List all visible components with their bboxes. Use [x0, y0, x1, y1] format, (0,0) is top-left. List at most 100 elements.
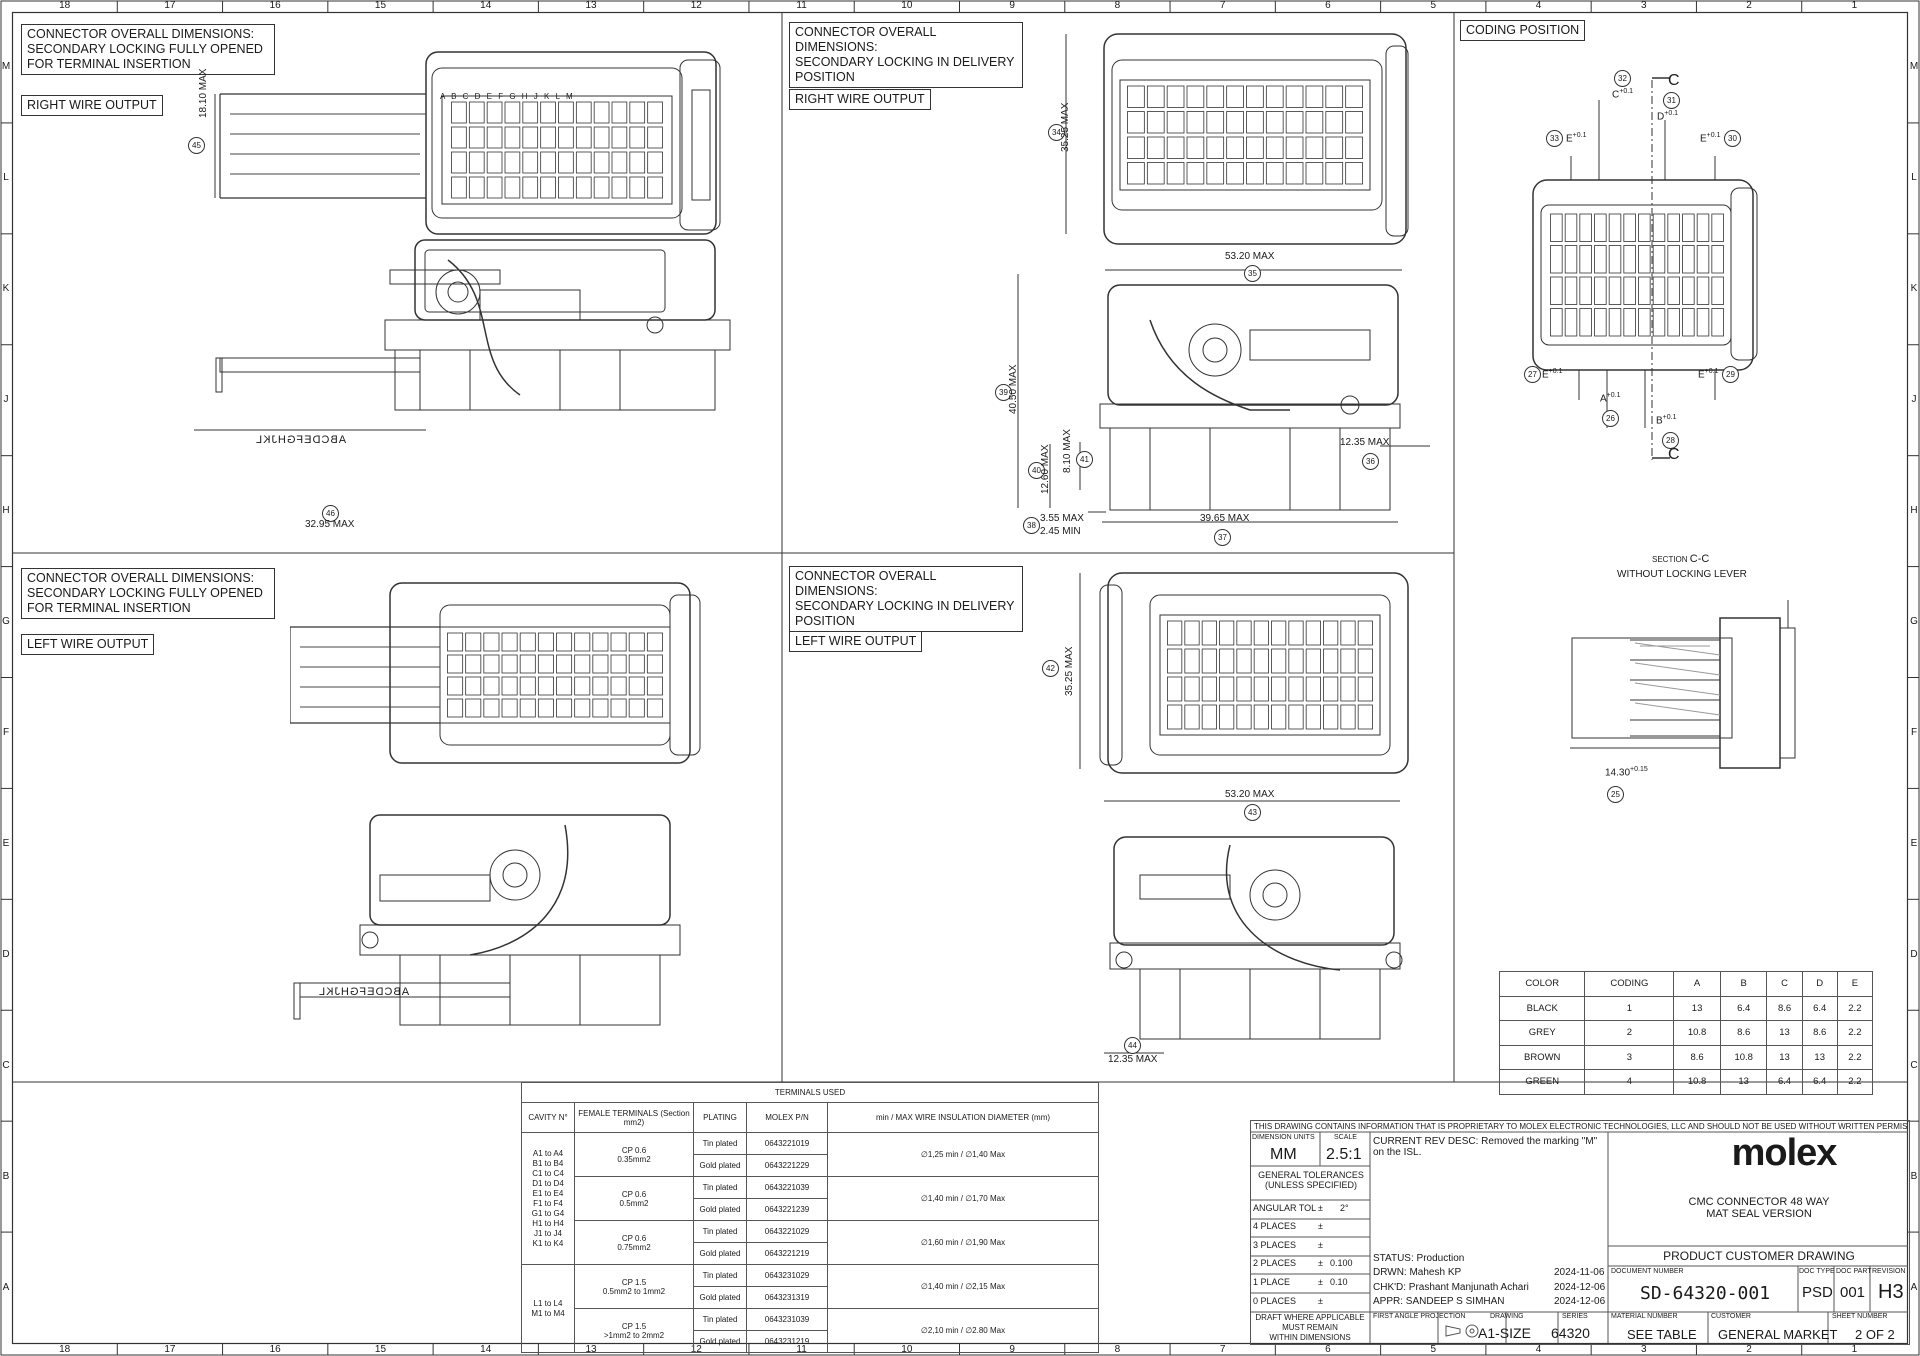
zone-label: 7	[1219, 1344, 1226, 1355]
pn-cell: 0643221219	[746, 1242, 828, 1265]
note-top-mid: CONNECTOR OVERALL DIMENSIONS: SECONDARY …	[789, 22, 1023, 88]
zone-label: 3	[1641, 0, 1647, 11]
plating-cell: Tin plated	[693, 1264, 747, 1287]
terminal-cell: CP 0.6 0.5mm2	[574, 1176, 694, 1221]
zone-label: F	[2, 726, 10, 738]
cell: 4	[1584, 1069, 1675, 1095]
zone-label: 7	[1219, 0, 1226, 11]
coding-table-header: COLOR CODING A B C D E	[1498, 971, 1874, 997]
cavity	[646, 632, 663, 652]
section-subtitle: WITHOUT LOCKING LEVER	[1617, 569, 1747, 580]
coding-header-cell: COLOR	[1498, 971, 1586, 997]
section-marker-bottom: C	[1668, 446, 1680, 463]
cavity	[1357, 676, 1373, 702]
cavity	[1305, 620, 1321, 646]
cavity	[1253, 704, 1269, 730]
cavity	[1652, 276, 1666, 305]
cavity	[1564, 213, 1578, 242]
cavity	[522, 176, 539, 199]
dim-12-35: 12.35 MAX	[1340, 437, 1390, 448]
places-4: 4 PLACES	[1253, 1221, 1297, 1231]
zone-label: 14	[480, 1344, 492, 1355]
output-label-bottom-mid: LEFT WIRE OUTPUT	[789, 631, 923, 652]
coding-e-label-left-top: E+0.1	[1566, 132, 1587, 145]
coding-a-label: A+0.1	[1600, 392, 1621, 405]
cavity	[522, 101, 539, 124]
cavity	[1682, 245, 1695, 274]
cell: 8.6	[1801, 1020, 1838, 1046]
cell: 2.2	[1836, 1069, 1874, 1095]
zone-label: G	[2, 616, 10, 628]
cavity	[629, 151, 646, 174]
cavity	[1285, 162, 1304, 185]
cavity	[1206, 162, 1225, 185]
cavity	[1323, 704, 1339, 730]
cavity	[468, 176, 485, 199]
cavity	[1127, 162, 1145, 185]
cell: BLACK	[1498, 995, 1586, 1021]
section-dim: 14.30+0.15	[1605, 766, 1648, 779]
cell: 8.6	[1673, 1044, 1721, 1070]
section-view	[1570, 600, 1796, 769]
cavity	[1265, 136, 1284, 159]
cavity	[447, 676, 464, 696]
cavity	[1325, 136, 1344, 159]
table-row: CP 1.5 >1mm2 to 2mm2 Tin plated 06432310…	[522, 1308, 1099, 1353]
cavity	[1265, 111, 1284, 134]
cavity	[1184, 620, 1200, 646]
cavity	[522, 151, 539, 174]
zone-label: M	[1909, 61, 1919, 73]
terminal-cell: CP 1.5 >1mm2 to 2mm2	[574, 1308, 694, 1353]
cavity	[1226, 111, 1244, 134]
terminal-cell: CP 0.6 0.75mm2	[574, 1220, 694, 1265]
cavity	[1219, 676, 1235, 702]
dim-8-10: 8.10 MAX	[1062, 429, 1073, 473]
cavity	[592, 676, 609, 696]
zone-label: H	[1910, 505, 1918, 517]
cavity	[1696, 245, 1710, 274]
note-bottom-left: CONNECTOR OVERALL DIMENSIONS: SECONDARY …	[21, 568, 275, 619]
zone-label: 10	[901, 0, 913, 11]
cavity	[1236, 676, 1252, 702]
cavity	[1186, 162, 1205, 185]
zone-label: 4	[1535, 1344, 1542, 1355]
zone-label: C	[1910, 1059, 1918, 1071]
cavity	[1345, 111, 1363, 134]
cavity	[1323, 676, 1339, 702]
series: 64320	[1551, 1325, 1590, 1341]
coding-view	[1532, 77, 1758, 460]
coding-header-cell: C	[1766, 971, 1803, 997]
terminals-header: MOLEX P/N	[746, 1102, 828, 1133]
cavity	[610, 632, 627, 652]
bubble-35: 35	[1244, 265, 1261, 282]
cavity	[1667, 245, 1680, 274]
pn-cell: 0643231029	[746, 1264, 828, 1287]
cavity	[1184, 676, 1200, 702]
cavity	[1288, 676, 1304, 702]
zone-label: A	[1910, 1281, 1918, 1293]
zone-label: 12	[690, 0, 702, 11]
pn-cell: 0643221239	[746, 1198, 828, 1221]
cavity	[1608, 308, 1622, 337]
cavity	[647, 126, 663, 149]
cavity	[1127, 111, 1145, 134]
cell: GREY	[1498, 1020, 1586, 1046]
dimension-units: MM	[1270, 1146, 1297, 1163]
pn-cell: 0643221019	[746, 1132, 828, 1155]
cavity	[1226, 85, 1244, 108]
cavity	[1579, 245, 1592, 274]
cavity	[1652, 308, 1666, 337]
bubble-31: 31	[1663, 92, 1680, 109]
general-tolerances: GENERAL TOLERANCES (UNLESS SPECIFIED)	[1258, 1170, 1364, 1190]
cell: 8.6	[1766, 995, 1803, 1021]
cavity	[1201, 620, 1217, 646]
title-block	[1250, 1120, 1910, 1345]
cavity	[519, 632, 536, 652]
cavity	[1323, 620, 1339, 646]
material: SEE TABLE	[1627, 1327, 1697, 1342]
doc-type: PSD	[1802, 1284, 1833, 1301]
cavity	[1696, 308, 1710, 337]
cavity	[1127, 136, 1145, 159]
